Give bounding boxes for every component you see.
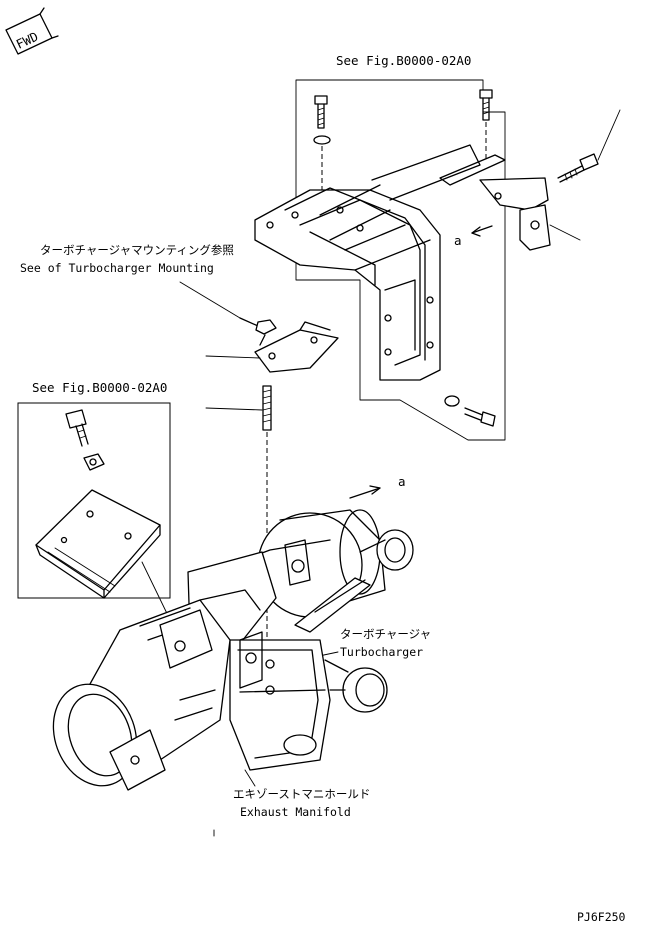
mounting-ref-en: See of Turbocharger Mounting bbox=[20, 261, 214, 275]
exhaust-pipe bbox=[52, 599, 231, 791]
bracket-small-right bbox=[439, 154, 551, 251]
stud bbox=[262, 385, 272, 431]
left-reference-box bbox=[17, 402, 171, 599]
washer-top-left bbox=[313, 135, 331, 145]
bolt-top-right bbox=[479, 89, 493, 121]
top-see-fig-ref: See Fig.B0000-02A0 bbox=[336, 53, 471, 68]
fwd-direction-mark: FWD bbox=[5, 7, 59, 55]
bolt-side-right bbox=[557, 153, 599, 183]
view-a-top-label: a bbox=[454, 233, 462, 248]
mounting-ref-jp: ターボチャージャマウンティング参照 bbox=[40, 243, 234, 257]
exhaust-manifold bbox=[210, 631, 331, 771]
exhaust-manifold-label-en: Exhaust Manifold bbox=[240, 805, 351, 819]
washer-lower-right bbox=[444, 395, 460, 407]
inset-nut bbox=[83, 453, 105, 471]
view-arrow-a-mid: a bbox=[349, 474, 406, 499]
bracket-mid bbox=[254, 321, 339, 373]
main-bracket bbox=[254, 144, 481, 381]
drawing-code: PJ6F250 bbox=[577, 910, 626, 924]
bolt-lower-right bbox=[464, 407, 496, 427]
exhaust-manifold-label-jp: エキゾーストマニホールド bbox=[233, 787, 370, 801]
fwd-label: FWD bbox=[14, 29, 41, 52]
inset-plate bbox=[35, 489, 161, 599]
view-arrow-a-top: a bbox=[454, 225, 493, 248]
turbocharger-label-en: Turbocharger bbox=[340, 645, 423, 659]
turbocharger bbox=[187, 509, 414, 713]
inset-bolt bbox=[65, 409, 89, 447]
bolt-top-left bbox=[314, 95, 328, 129]
turbocharger-label-jp: ターボチャージャ bbox=[340, 627, 431, 641]
nut-mid bbox=[239, 317, 277, 335]
left-see-fig-ref: See Fig.B0000-02A0 bbox=[32, 380, 167, 395]
view-a-mid-label: a bbox=[398, 474, 406, 489]
